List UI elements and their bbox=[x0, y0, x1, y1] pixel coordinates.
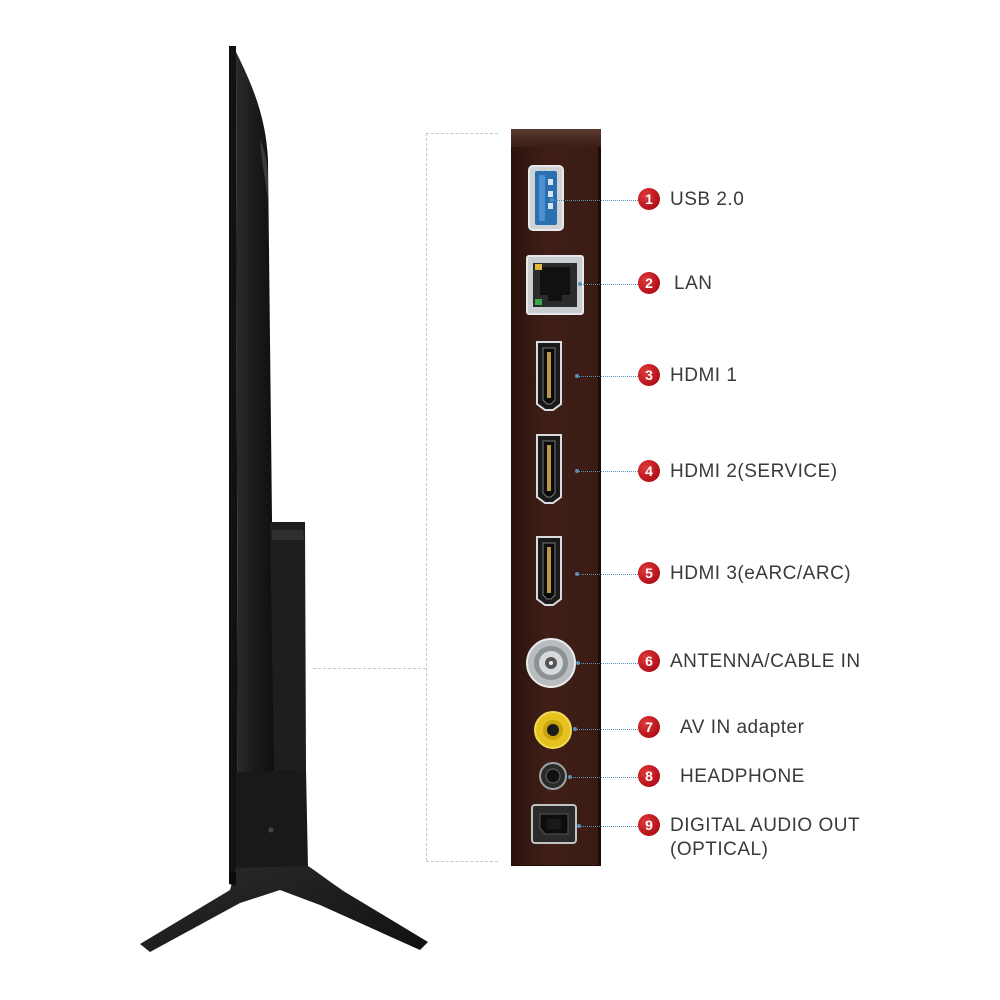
optical-port-icon bbox=[531, 804, 577, 844]
hdmi-port-icon bbox=[536, 536, 562, 606]
port-label: DIGITAL AUDIO OUT (OPTICAL) bbox=[670, 815, 861, 860]
port-number-badge: 9 bbox=[638, 814, 660, 836]
port-panel-top bbox=[511, 129, 601, 147]
leader-line bbox=[577, 376, 638, 377]
port-number-badge: 1 bbox=[638, 188, 660, 210]
leader-line bbox=[578, 663, 638, 664]
port-number-badge: 6 bbox=[638, 650, 660, 672]
callout-dash-bottom bbox=[426, 861, 498, 862]
port-number-badge: 3 bbox=[638, 364, 660, 386]
callout-dash-left bbox=[426, 133, 427, 861]
port-number-badge: 7 bbox=[638, 716, 660, 738]
port-number-badge: 4 bbox=[638, 460, 660, 482]
port-callout-av-in: 7 AV IN adapter bbox=[638, 716, 804, 740]
callout-dash-connector bbox=[313, 668, 426, 669]
back-box bbox=[270, 522, 306, 772]
screen-edge bbox=[229, 46, 238, 880]
callout-dash-top bbox=[426, 133, 498, 134]
port-callout-headphone: 8 HEADPHONE bbox=[638, 765, 805, 789]
port-number-badge: 2 bbox=[638, 272, 660, 294]
leader-line bbox=[579, 826, 638, 827]
port-label: AV IN adapter bbox=[680, 717, 805, 738]
port-label: ANTENNA/CABLE IN bbox=[670, 651, 861, 672]
port-label: HDMI 1 bbox=[670, 365, 738, 386]
port-callout-antenna: 6 ANTENNA/CABLE IN bbox=[638, 650, 861, 674]
port-number-badge: 8 bbox=[638, 765, 660, 787]
stand-neck bbox=[236, 770, 308, 872]
hdmi-port-icon bbox=[536, 434, 562, 504]
port-callout-hdmi3: 5 HDMI 3(eARC/ARC) bbox=[638, 562, 851, 586]
leader-line bbox=[577, 574, 638, 575]
leader-line bbox=[580, 284, 638, 285]
stand-base bbox=[140, 866, 428, 952]
back-shell bbox=[236, 52, 276, 880]
hdmi-port-icon bbox=[536, 341, 562, 411]
port-callout-lan: 2 LAN bbox=[638, 272, 712, 296]
port-label: HDMI 3(eARC/ARC) bbox=[670, 563, 852, 584]
headphone-jack-icon bbox=[539, 762, 567, 790]
lan-port-icon bbox=[526, 255, 584, 315]
port-label: USB 2.0 bbox=[670, 189, 745, 210]
leader-line bbox=[570, 777, 638, 778]
coax-port-icon bbox=[526, 638, 576, 688]
port-label: HDMI 2(SERVICE) bbox=[670, 461, 838, 482]
port-callout-hdmi2: 4 HDMI 2(SERVICE) bbox=[638, 460, 838, 484]
port-callout-hdmi1: 3 HDMI 1 bbox=[638, 364, 737, 388]
port-callout-usb: 1 USB 2.0 bbox=[638, 188, 744, 212]
port-label: LAN bbox=[674, 273, 713, 294]
usb-port-icon bbox=[528, 165, 564, 231]
leader-line bbox=[577, 471, 638, 472]
leader-line bbox=[552, 200, 638, 201]
port-label: HEADPHONE bbox=[680, 766, 805, 787]
av-port-icon bbox=[534, 711, 572, 749]
port-number-badge: 5 bbox=[638, 562, 660, 584]
leader-line bbox=[575, 729, 638, 730]
port-callout-optical: 9 DIGITAL AUDIO OUT (OPTICAL) bbox=[638, 814, 860, 862]
